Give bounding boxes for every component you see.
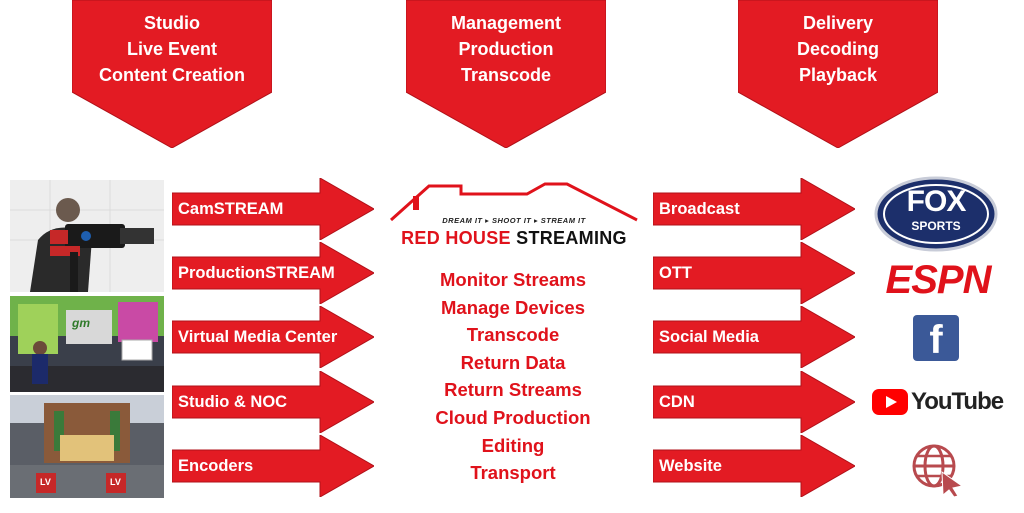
banner-line: Transcode: [460, 65, 552, 85]
fox-sports-logo: FOX SPORTS: [874, 176, 998, 252]
event-stage-photo: LV LV: [10, 395, 164, 498]
banner-line: Delivery: [802, 13, 874, 33]
youtube-text: YouTube: [911, 388, 1004, 415]
arrow-label: CamSTREAM: [178, 200, 284, 218]
studio-sign-text: gm: [72, 316, 90, 330]
banner-line: Management: [450, 13, 562, 33]
arrow-label: Website: [659, 457, 722, 475]
banner-management: Management Production Transcode: [406, 0, 606, 148]
arrow-label: Virtual Media Center: [178, 328, 338, 346]
arrow-broadcast: Broadcast: [653, 178, 855, 240]
arrow-camstream: CamSTREAM: [172, 178, 374, 240]
arrow-label: ProductionSTREAM: [178, 264, 335, 282]
list-item: Editing: [481, 434, 545, 456]
list-item: Cloud Production: [435, 406, 591, 428]
banner-shape: [738, 0, 938, 148]
youtube-play-icon: [872, 389, 908, 415]
facebook-f-icon: f: [929, 318, 943, 362]
espn-logo: ESPN: [885, 258, 992, 302]
banner-line: Production: [458, 39, 554, 59]
arrow-label: OTT: [659, 264, 692, 282]
arrow-label: Broadcast: [659, 200, 740, 218]
banner-line: Decoding: [796, 39, 879, 59]
facebook-logo: f: [913, 315, 959, 362]
banner-shape: [72, 0, 272, 148]
arrow-label: Encoders: [178, 457, 254, 475]
list-item: Transcode: [466, 324, 560, 346]
globe-cursor-icon: [912, 444, 964, 498]
banner-line: Studio: [144, 13, 200, 33]
studio-set-photo: gm: [10, 296, 164, 392]
arrow-cdn: CDN: [653, 371, 855, 433]
arrow-website: Website: [653, 435, 855, 497]
list-item: Return Data: [460, 351, 566, 373]
house-outline-icon: [389, 182, 638, 222]
list-item: Transport: [470, 462, 556, 484]
banner-studio: Studio Live Event Content Creation: [72, 0, 272, 148]
arrow-ott: OTT: [653, 242, 855, 304]
arrow-label: Studio & NOC: [178, 393, 288, 411]
arrow-encoders: Encoders: [172, 435, 374, 497]
list-item: Monitor Streams: [440, 269, 586, 290]
arrow-label: CDN: [659, 393, 695, 411]
banner-line: Live Event: [126, 39, 218, 59]
banner-line: Content Creation: [99, 65, 245, 85]
arrow-studio-noc: Studio & NOC: [172, 371, 374, 433]
arrow-label: Social Media: [659, 328, 759, 346]
youtube-logo: YouTube: [872, 386, 1006, 418]
arrow-productionstream: ProductionSTREAM: [172, 242, 374, 304]
logo-brand-black: STREAMING: [510, 228, 627, 248]
logo-brand: RED HOUSE STREAMING: [385, 228, 643, 249]
list-item: Return Streams: [444, 379, 582, 401]
list-item: Manage Devices: [441, 296, 585, 318]
red-house-streaming-logo: DREAM IT ▸ SHOOT IT ▸ STREAM IT RED HOUS…: [385, 182, 643, 252]
stage-sign-text: LV: [40, 477, 51, 487]
fox-text: FOX: [906, 185, 967, 218]
logo-tagline: DREAM IT ▸ SHOOT IT ▸ STREAM IT: [442, 216, 586, 225]
website-globe-icon: [910, 442, 966, 498]
banner-shape: [406, 0, 606, 148]
arrow-social-media: Social Media: [653, 306, 855, 368]
capabilities-list: Monitor Streams Manage Devices Transcode…: [400, 266, 626, 487]
sports-text: SPORTS: [911, 219, 961, 233]
stage-sign-text: LV: [110, 477, 121, 487]
arrow-virtual-media-center: Virtual Media Center: [172, 306, 374, 368]
banner-delivery: Delivery Decoding Playback: [738, 0, 938, 148]
camera-operator-photo: [10, 180, 164, 292]
banner-line: Playback: [798, 65, 878, 85]
logo-brand-red: RED HOUSE: [401, 228, 511, 248]
